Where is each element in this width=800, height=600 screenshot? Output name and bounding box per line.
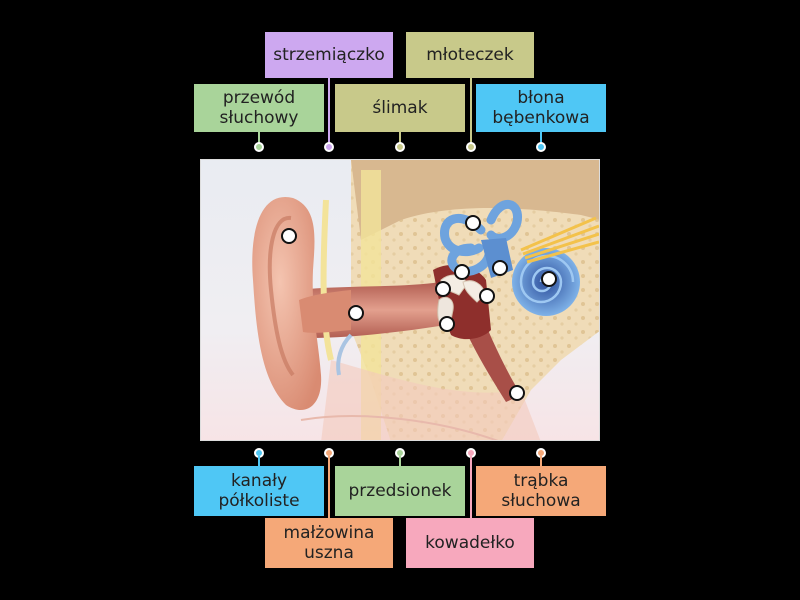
marker-malleus[interactable] [435, 281, 451, 297]
label-przewod-sluchowy[interactable]: przewód słuchowy [194, 84, 324, 132]
label-mloteczek[interactable]: młoteczek [406, 32, 534, 78]
label-blona-bebenkowa[interactable]: błona bębenkowa [476, 84, 606, 132]
marker-pinna[interactable] [281, 228, 297, 244]
dot-mloteczek [466, 142, 476, 152]
dot-przewod [254, 142, 264, 152]
label-trabka-sluchowa[interactable]: trąbka słuchowa [476, 466, 606, 516]
stem-kanaly [258, 456, 260, 466]
label-malzowina-uszna[interactable]: małżowina uszna [265, 518, 393, 568]
stem-malzowina [328, 456, 330, 518]
dot-strzemiaczko [324, 142, 334, 152]
label-kowadelko[interactable]: kowadełko [406, 518, 534, 568]
stem-kowadelko [470, 456, 472, 518]
stem-przedsionek [399, 456, 401, 466]
marker-eardrum[interactable] [439, 316, 455, 332]
marker-vestibule[interactable] [492, 260, 508, 276]
ear-diagram [200, 159, 600, 441]
marker-cochlea[interactable] [541, 271, 557, 287]
label-strzemiaczko[interactable]: strzemiączko [265, 32, 393, 78]
dot-slimak [395, 142, 405, 152]
marker-stapes[interactable] [479, 288, 495, 304]
stem-mloteczek [470, 78, 472, 144]
label-slimak[interactable]: ślimak [335, 84, 465, 132]
stem-trabka [540, 456, 542, 466]
marker-ear-canal[interactable] [348, 305, 364, 321]
ear-illustration [201, 160, 600, 441]
dot-blona [536, 142, 546, 152]
marker-eustachian[interactable] [509, 385, 525, 401]
marker-semicircular[interactable] [465, 215, 481, 231]
marker-ossicle-top[interactable] [454, 264, 470, 280]
stem-strzemiaczko [328, 78, 330, 144]
label-kanaly-polkoliste[interactable]: kanały półkoliste [194, 466, 324, 516]
label-przedsionek[interactable]: przedsionek [335, 466, 465, 516]
